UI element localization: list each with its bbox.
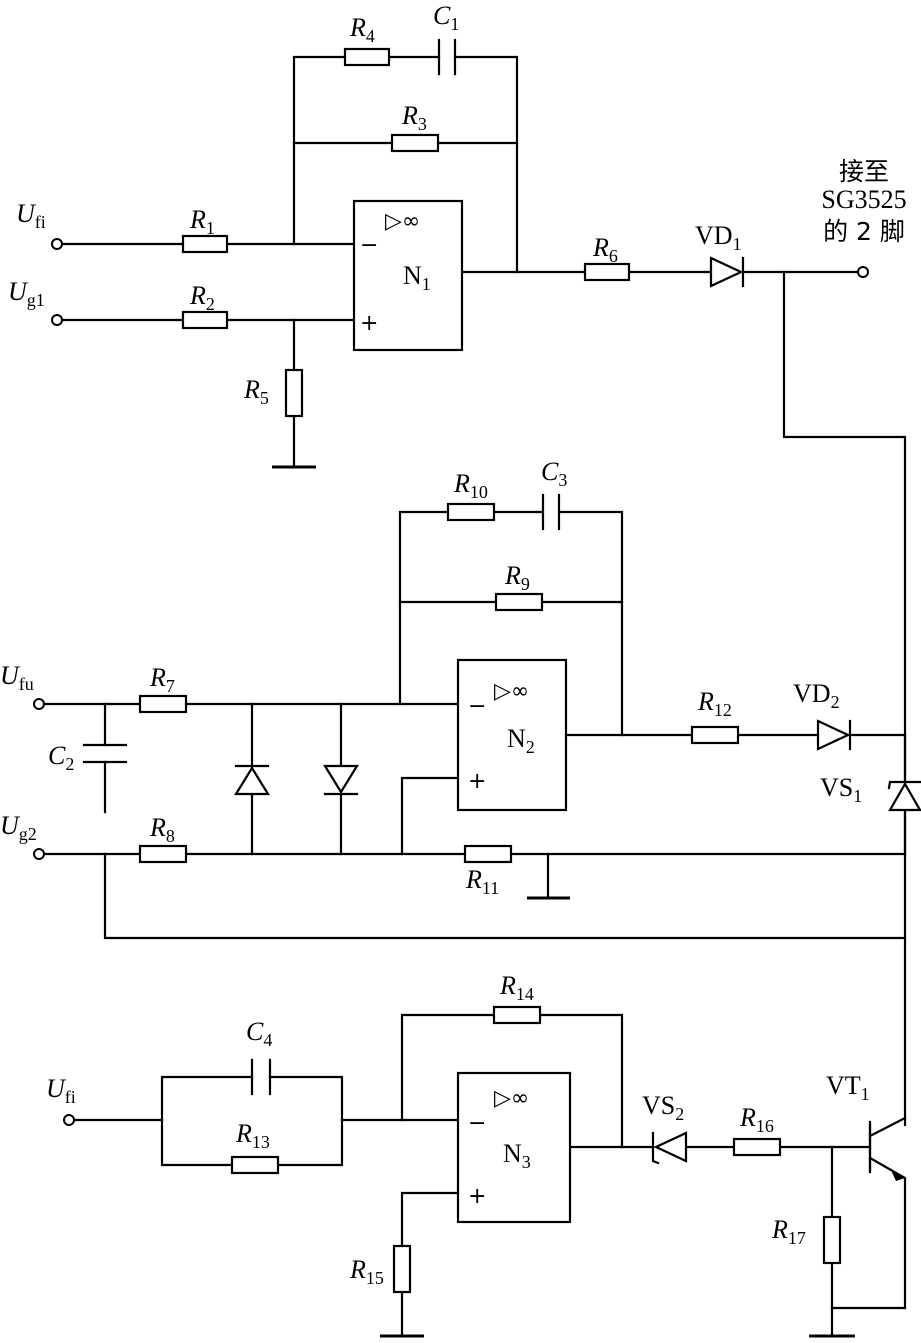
label-vt1: VT1 bbox=[826, 1071, 870, 1104]
resistor-r16 bbox=[732, 1137, 782, 1157]
label-c3: C3 bbox=[541, 457, 567, 490]
label-r15: R15 bbox=[349, 1255, 384, 1288]
opamp-n1-minus: − bbox=[360, 233, 378, 258]
label-r3: R3 bbox=[401, 101, 427, 134]
label-r17: R17 bbox=[771, 1215, 806, 1248]
diode-vd2 bbox=[816, 719, 852, 751]
label-ug2: Ug2 bbox=[0, 811, 37, 844]
resistor-r3 bbox=[390, 133, 440, 153]
label-r14: R14 bbox=[499, 971, 534, 1004]
label-vs2: VS2 bbox=[642, 1091, 684, 1124]
terminal-ufu bbox=[33, 698, 45, 710]
capacitor-plates bbox=[82, 38, 561, 1096]
label-r16: R16 bbox=[739, 1103, 774, 1136]
resistor-r4 bbox=[343, 47, 391, 67]
opamp-n3-minus: − bbox=[468, 1111, 486, 1136]
resistor-r8 bbox=[138, 844, 188, 864]
label-r11: R11 bbox=[465, 865, 499, 898]
label-ufi-top: Ufi bbox=[16, 199, 46, 232]
label-r7: R7 bbox=[149, 663, 175, 696]
resistor-r2 bbox=[181, 310, 229, 330]
label-r2: R2 bbox=[189, 281, 215, 314]
terminal-ug1 bbox=[51, 314, 63, 326]
diode-clamp-2 bbox=[323, 764, 359, 796]
opamp-n3-plus: + bbox=[468, 1184, 486, 1209]
resistor-r5 bbox=[284, 368, 304, 418]
zener-vs1 bbox=[887, 780, 921, 812]
opamp-n2-plus: + bbox=[468, 769, 486, 794]
label-r9: R9 bbox=[504, 561, 530, 594]
label-vs1: VS1 bbox=[820, 773, 862, 806]
label-c1: C1 bbox=[433, 1, 459, 34]
semiconductors bbox=[234, 256, 921, 1174]
terminal-ufi-top bbox=[51, 238, 63, 250]
label-c2: C2 bbox=[48, 741, 74, 774]
resistor-r12 bbox=[690, 725, 740, 745]
resistor-r11 bbox=[463, 844, 513, 864]
terminal-ufi-bottom bbox=[63, 1114, 75, 1126]
label-r10: R10 bbox=[453, 469, 488, 502]
resistor-r17 bbox=[822, 1215, 842, 1265]
opamp-n1-plus: + bbox=[360, 311, 378, 336]
label-r4: R4 bbox=[349, 13, 375, 46]
diode-vd1 bbox=[709, 256, 745, 288]
opamp-n3-label: N3 bbox=[503, 1139, 531, 1172]
label-r13: R13 bbox=[235, 1119, 270, 1152]
capacitor-c2 bbox=[82, 743, 128, 764]
terminal-output bbox=[857, 266, 869, 278]
diode-clamp-1 bbox=[234, 764, 270, 796]
label-ug1: Ug1 bbox=[8, 277, 45, 310]
ground-symbols bbox=[272, 465, 855, 1338]
capacitor-c3 bbox=[541, 493, 561, 531]
resistor-r10 bbox=[446, 502, 496, 522]
opamp-n3: ▷∞ − + N3 bbox=[456, 1071, 572, 1224]
capacitor-c4 bbox=[250, 1058, 272, 1096]
resistor-r6 bbox=[583, 262, 631, 282]
label-c4: C4 bbox=[246, 1017, 272, 1050]
label-r1: R1 bbox=[189, 205, 215, 238]
zener-vs2 bbox=[651, 1131, 688, 1165]
label-ufi-bottom: Ufi bbox=[46, 1074, 76, 1107]
opamp-n2-label: N2 bbox=[507, 724, 535, 757]
opamp-n2-minus: − bbox=[468, 694, 486, 719]
label-ufu: Ufu bbox=[0, 661, 34, 694]
resistor-r7 bbox=[138, 694, 188, 714]
label-r6: R6 bbox=[592, 233, 618, 266]
label-vd2: VD2 bbox=[793, 679, 840, 712]
label-r8: R8 bbox=[149, 813, 175, 846]
output-note-line1: 接至 bbox=[839, 157, 889, 186]
capacitor-c1 bbox=[437, 38, 457, 76]
opamp-n1: ▷∞ − + N1 bbox=[352, 199, 464, 352]
label-r12: R12 bbox=[697, 687, 732, 720]
opamp-n3-type: ▷∞ bbox=[494, 1086, 529, 1111]
opamp-n1-label: N1 bbox=[403, 261, 431, 294]
resistor-r15 bbox=[392, 1244, 412, 1294]
wiring bbox=[40, 55, 907, 1338]
labels: Ufi Ug1 Ufu Ug2 Ufi R1 R2 R3 R4 R5 R6 R7… bbox=[0, 1, 907, 1288]
output-note-line3: 的 2 脚 bbox=[823, 217, 905, 246]
resistor-r1 bbox=[181, 234, 229, 254]
resistor-r9 bbox=[494, 592, 544, 612]
resistor-r14 bbox=[492, 1005, 542, 1025]
output-note-line2: SG3525 bbox=[821, 185, 906, 214]
label-vd1: VD1 bbox=[695, 221, 742, 254]
opamp-n2-type: ▷∞ bbox=[494, 679, 529, 704]
opamp-n2: ▷∞ − + N2 bbox=[456, 658, 568, 812]
terminal-ug2 bbox=[33, 848, 45, 860]
resistor-bodies bbox=[138, 47, 842, 1294]
terminals bbox=[33, 238, 869, 1126]
label-r5: R5 bbox=[243, 375, 269, 408]
opamp-n1-type: ▷∞ bbox=[385, 209, 420, 234]
resistor-r13 bbox=[230, 1155, 280, 1175]
